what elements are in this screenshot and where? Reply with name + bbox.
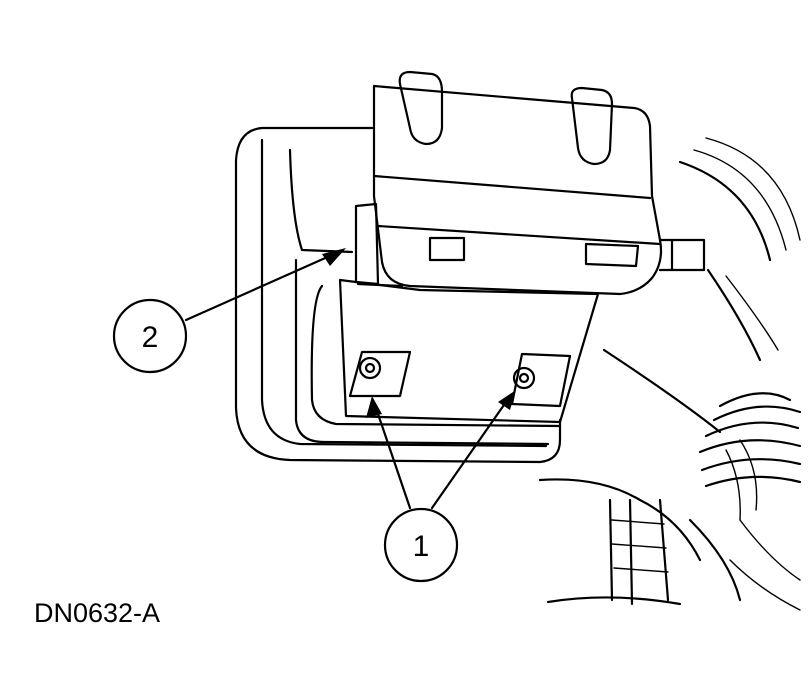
mounting-screw-right [510,352,572,408]
wiring-harness [538,137,802,611]
arrowhead-1a [366,396,382,418]
module-tabs [398,70,614,166]
leader-arrows [184,248,516,510]
figure-id-label: DN0632-A [34,598,161,628]
callout-2: 2 [112,298,188,374]
mounting-panel [234,126,562,464]
mounting-screw-left [348,350,412,398]
module-housing [372,84,663,296]
arrowhead-2 [322,248,346,266]
callout-1: 1 [383,507,459,583]
callout-2-label: 2 [142,321,159,354]
module-slots [428,236,640,268]
arrowhead-1b [498,390,516,410]
callout-1-label: 1 [413,530,430,563]
bracket-recess [338,278,600,424]
electrical-connector [354,202,404,288]
right-shaft [658,238,706,272]
